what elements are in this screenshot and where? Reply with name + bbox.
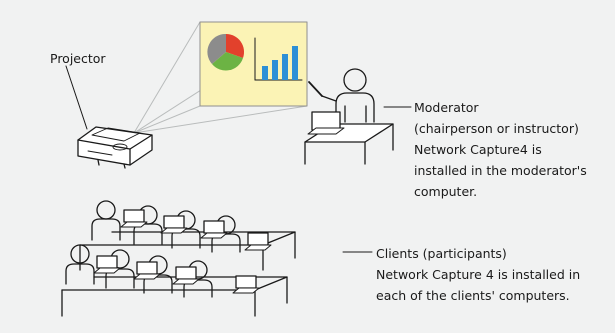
projector-label-text: Projector xyxy=(50,51,106,66)
projector-leader-line xyxy=(65,65,88,130)
moderator-label: Moderator (chairperson or instructor) Ne… xyxy=(414,97,587,202)
moderator-label-line-1: Moderator xyxy=(414,100,479,115)
moderator-label-line-3: Network Capture4 is xyxy=(414,142,542,157)
moderator-icon xyxy=(308,68,375,123)
projection-screen-icon xyxy=(199,21,308,107)
clients-label-line-1: Clients (participants) xyxy=(376,246,507,261)
clients-row-2-icon xyxy=(61,244,288,317)
moderator-label-line-4: installed in the moderator's xyxy=(414,163,587,178)
moderator-desk-icon xyxy=(304,111,394,165)
clients-row-1-icon xyxy=(79,200,296,271)
moderator-label-line-5: computer. xyxy=(414,184,478,199)
clients-label-line-3: each of the clients' computers. xyxy=(376,288,570,303)
projector-label: Projector xyxy=(50,48,106,69)
clients-label: Clients (participants) Network Capture 4… xyxy=(376,243,580,306)
bar-chart-icon xyxy=(254,37,303,81)
projector-icon xyxy=(77,126,153,169)
moderator-label-line-2: (chairperson or instructor) xyxy=(414,121,579,136)
pie-chart-icon xyxy=(207,33,245,71)
clients-label-line-2: Network Capture 4 is installed in xyxy=(376,267,581,282)
